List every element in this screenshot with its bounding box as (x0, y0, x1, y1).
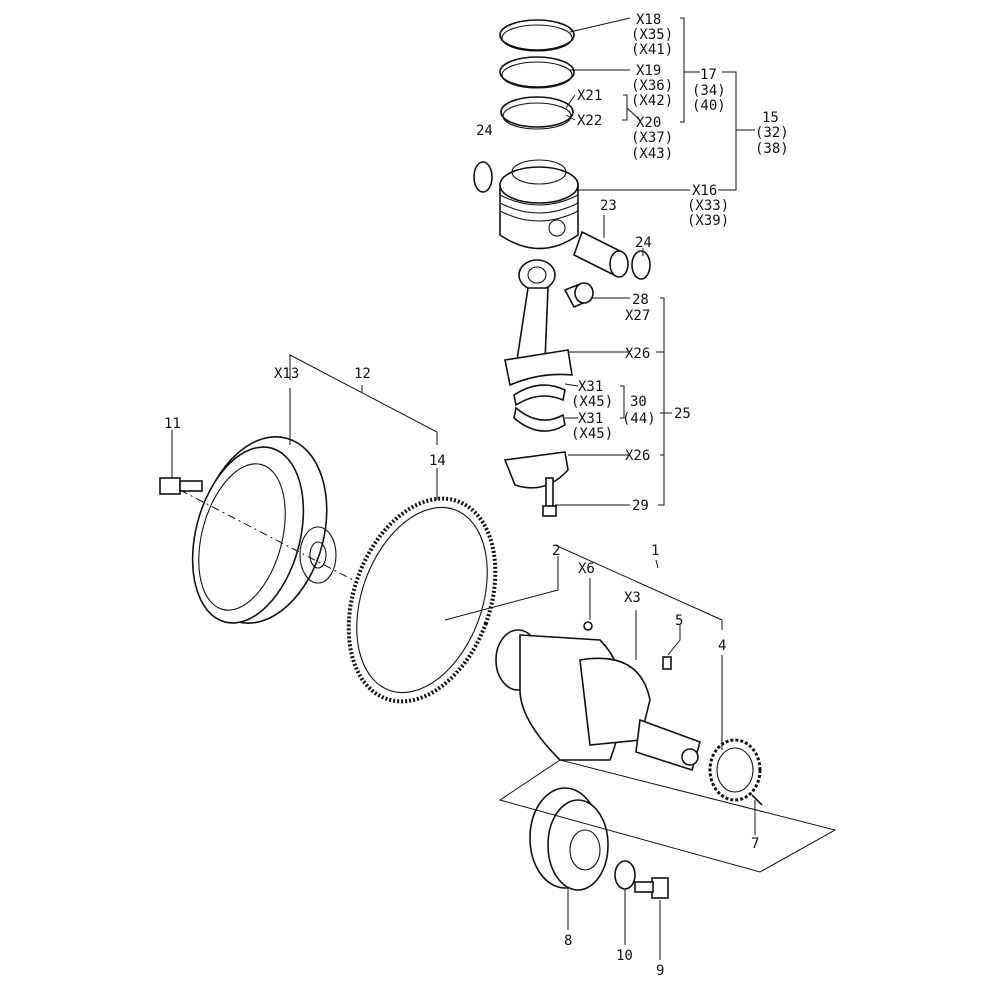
leader-lines (171, 17, 756, 960)
gear-pin (751, 794, 763, 806)
label-8: 8 (564, 933, 572, 949)
label-11: 11 (164, 416, 181, 432)
label-x33: (X33) (687, 198, 729, 214)
label-x39: (X39) (687, 213, 729, 229)
label-12: 12 (354, 366, 371, 382)
label-x26-bottom: X26 (625, 448, 650, 464)
crank-gear (708, 738, 762, 802)
piston-rings (499, 19, 575, 130)
label-x37: (X37) (631, 130, 673, 146)
flywheel (191, 436, 337, 624)
label-5: 5 (675, 613, 683, 629)
snap-ring-left (473, 161, 493, 193)
label-23: 23 (600, 198, 617, 214)
crankshaft (495, 629, 701, 772)
label-x6: X6 (578, 561, 595, 577)
rod-bolt (542, 477, 557, 517)
label-1: 1 (651, 543, 659, 559)
pulley-bolt (634, 877, 669, 899)
label-x20: X20 (636, 115, 661, 131)
label-15: 15 (762, 110, 779, 126)
label-x31-bottom: X31 (578, 411, 603, 427)
crank-pulley (529, 787, 609, 891)
label-x42: (X42) (631, 93, 673, 109)
label-38: (38) (755, 141, 789, 157)
piston-pin (573, 230, 629, 278)
label-25: 25 (674, 406, 691, 422)
label-x13: X13 (274, 366, 299, 382)
rod-cap (503, 451, 569, 489)
piston (499, 159, 579, 250)
label-32: (32) (755, 125, 789, 141)
label-29: 29 (632, 498, 649, 514)
plug (583, 621, 593, 631)
label-x18: X18 (636, 12, 661, 28)
label-x22: X22 (577, 113, 602, 129)
label-24-right: 24 (635, 235, 652, 251)
label-x45-top: (X45) (571, 394, 613, 410)
ring-gear (346, 496, 498, 704)
washer (614, 860, 636, 890)
label-44: (44) (622, 411, 656, 427)
pulley-group-frame (498, 759, 837, 873)
label-34: (34) (692, 83, 726, 99)
label-x35: (X35) (631, 27, 673, 43)
label-x27: X27 (625, 308, 650, 324)
label-14: 14 (429, 453, 446, 469)
label-17: 17 (700, 67, 717, 83)
label-4: 4 (718, 638, 726, 654)
label-x41: (X41) (631, 42, 673, 58)
label-x43: (X43) (631, 146, 673, 162)
label-x21: X21 (577, 88, 602, 104)
callout-labels: X18 (X35) (X41) X19 (X36) (X42) X21 X22 … (164, 12, 789, 979)
label-7: 7 (751, 836, 759, 852)
connecting-rod (504, 259, 573, 387)
label-9: 9 (656, 963, 664, 979)
label-40: (40) (692, 98, 726, 114)
label-10: 10 (616, 948, 633, 964)
flywheel-bolt (159, 477, 203, 495)
bearing-shells (513, 384, 566, 432)
key (662, 656, 672, 670)
label-x16: X16 (692, 183, 717, 199)
label-x31-top: X31 (578, 379, 603, 395)
label-x45-bottom: (X45) (571, 426, 613, 442)
bushing (563, 282, 594, 309)
label-30: 30 (630, 394, 647, 410)
label-x3: X3 (624, 590, 641, 606)
snap-ring-right (631, 250, 651, 280)
label-28: 28 (632, 292, 649, 308)
label-2: 2 (552, 543, 560, 559)
label-x19: X19 (636, 63, 661, 79)
label-24-left: 24 (476, 123, 493, 139)
label-x26-top: X26 (625, 346, 650, 362)
label-x36: (X36) (631, 78, 673, 94)
